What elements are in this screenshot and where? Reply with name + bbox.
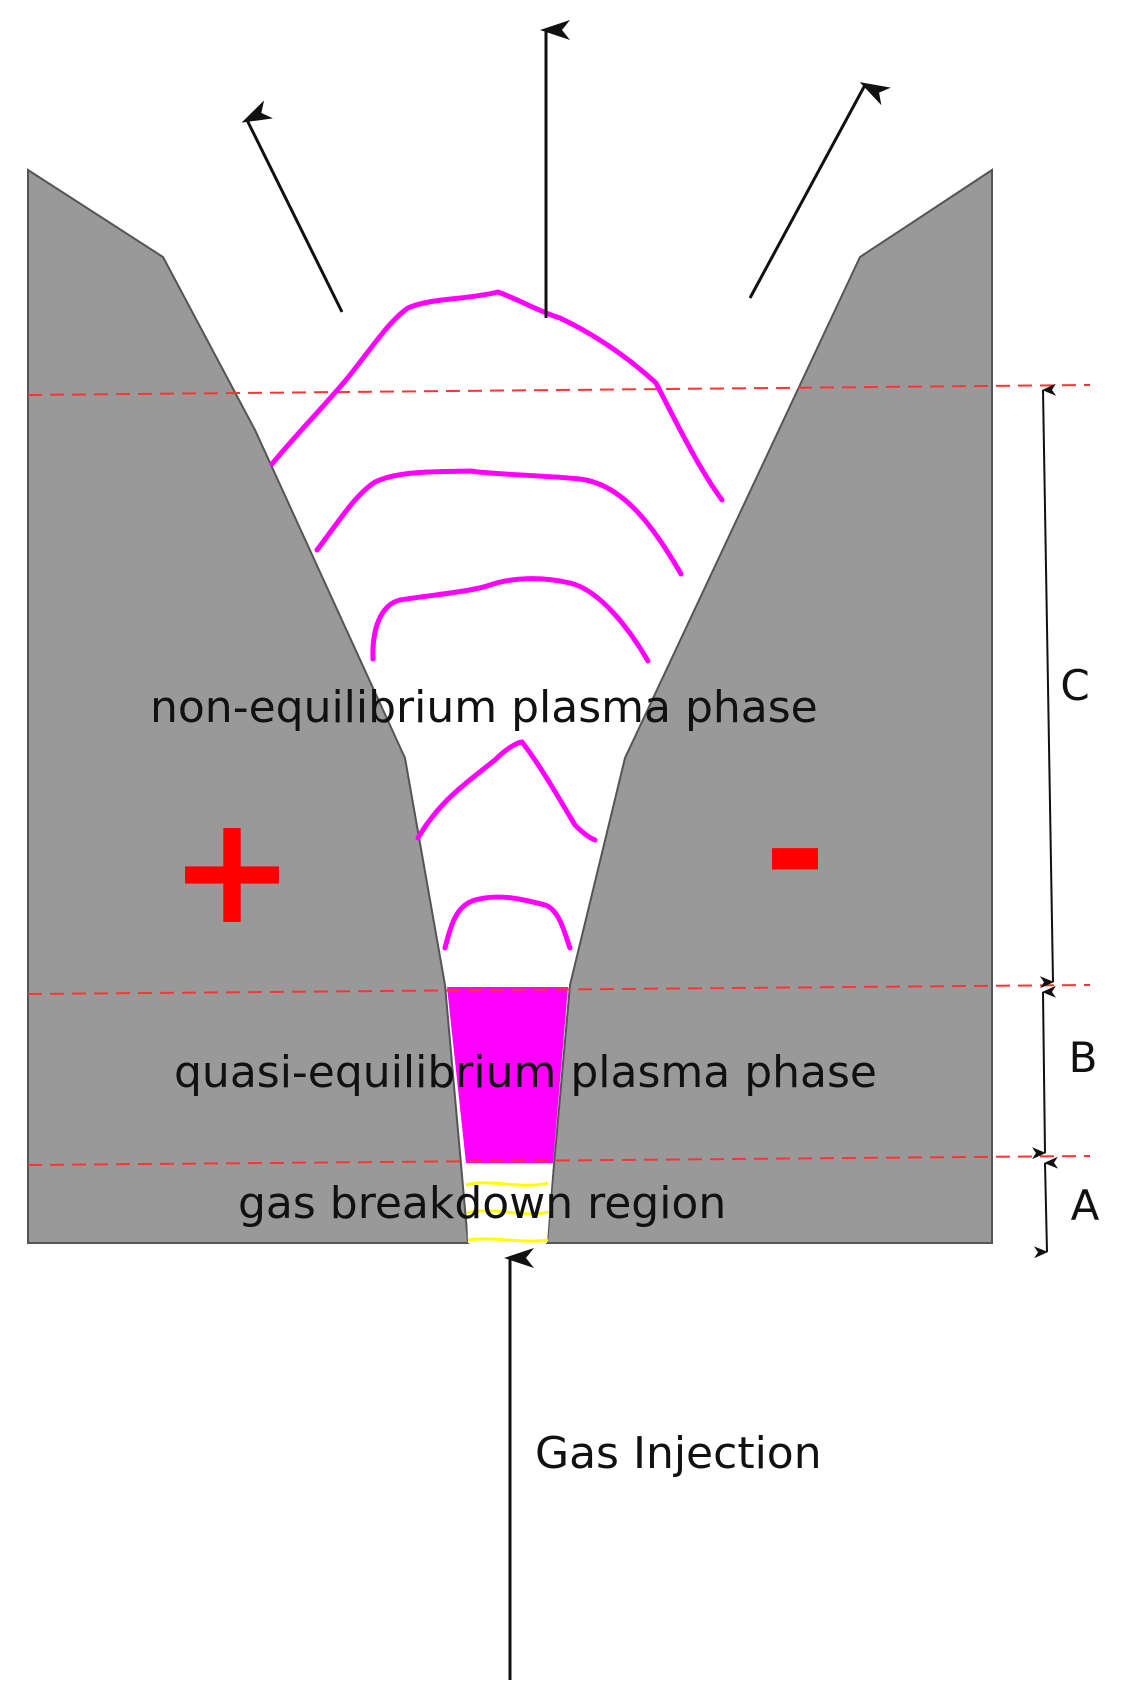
outflow-arrow-right [748,82,891,299]
quasi-equilibrium-plasma-column [447,987,568,1163]
plasma-arcs [269,289,725,951]
plasma-arc-1 [269,289,725,503]
plasma-arc-4 [415,739,598,843]
boundary-line-middle [27,984,1091,995]
dimension-arrows [1031,383,1059,1259]
label-gas-injection: Gas Injection [535,1428,822,1479]
dimension-arrow-c [1039,383,1057,989]
breakdown-sparks [465,1181,550,1243]
zone-label-a: A [1071,1181,1100,1230]
outflow-arrows [241,20,891,318]
outflow-arrow-left [241,100,344,313]
positive-sign: + [169,784,295,958]
zone-label-c: C [1060,661,1089,710]
negative-sign: - [764,764,826,938]
label-gas-breakdown: gas breakdown region [238,1178,726,1229]
zone-label-b: B [1069,1033,1098,1082]
negative-electrode [545,168,993,1244]
dimension-arrow-a [1033,1156,1059,1259]
label-quasi-equilibrium: quasi-equilibrium plasma phase [174,1047,877,1098]
dimension-arrow-b [1031,985,1057,1160]
plasma-arc-3 [370,576,651,664]
label-non-equilibrium: non-equilibrium plasma phase [150,682,818,733]
plasma-arc-2 [314,468,684,577]
positive-electrode [27,168,470,1244]
boundary-line-top [27,384,1091,396]
plasma-arc-5 [442,894,573,951]
boundary-line-bottom [27,1155,1091,1166]
